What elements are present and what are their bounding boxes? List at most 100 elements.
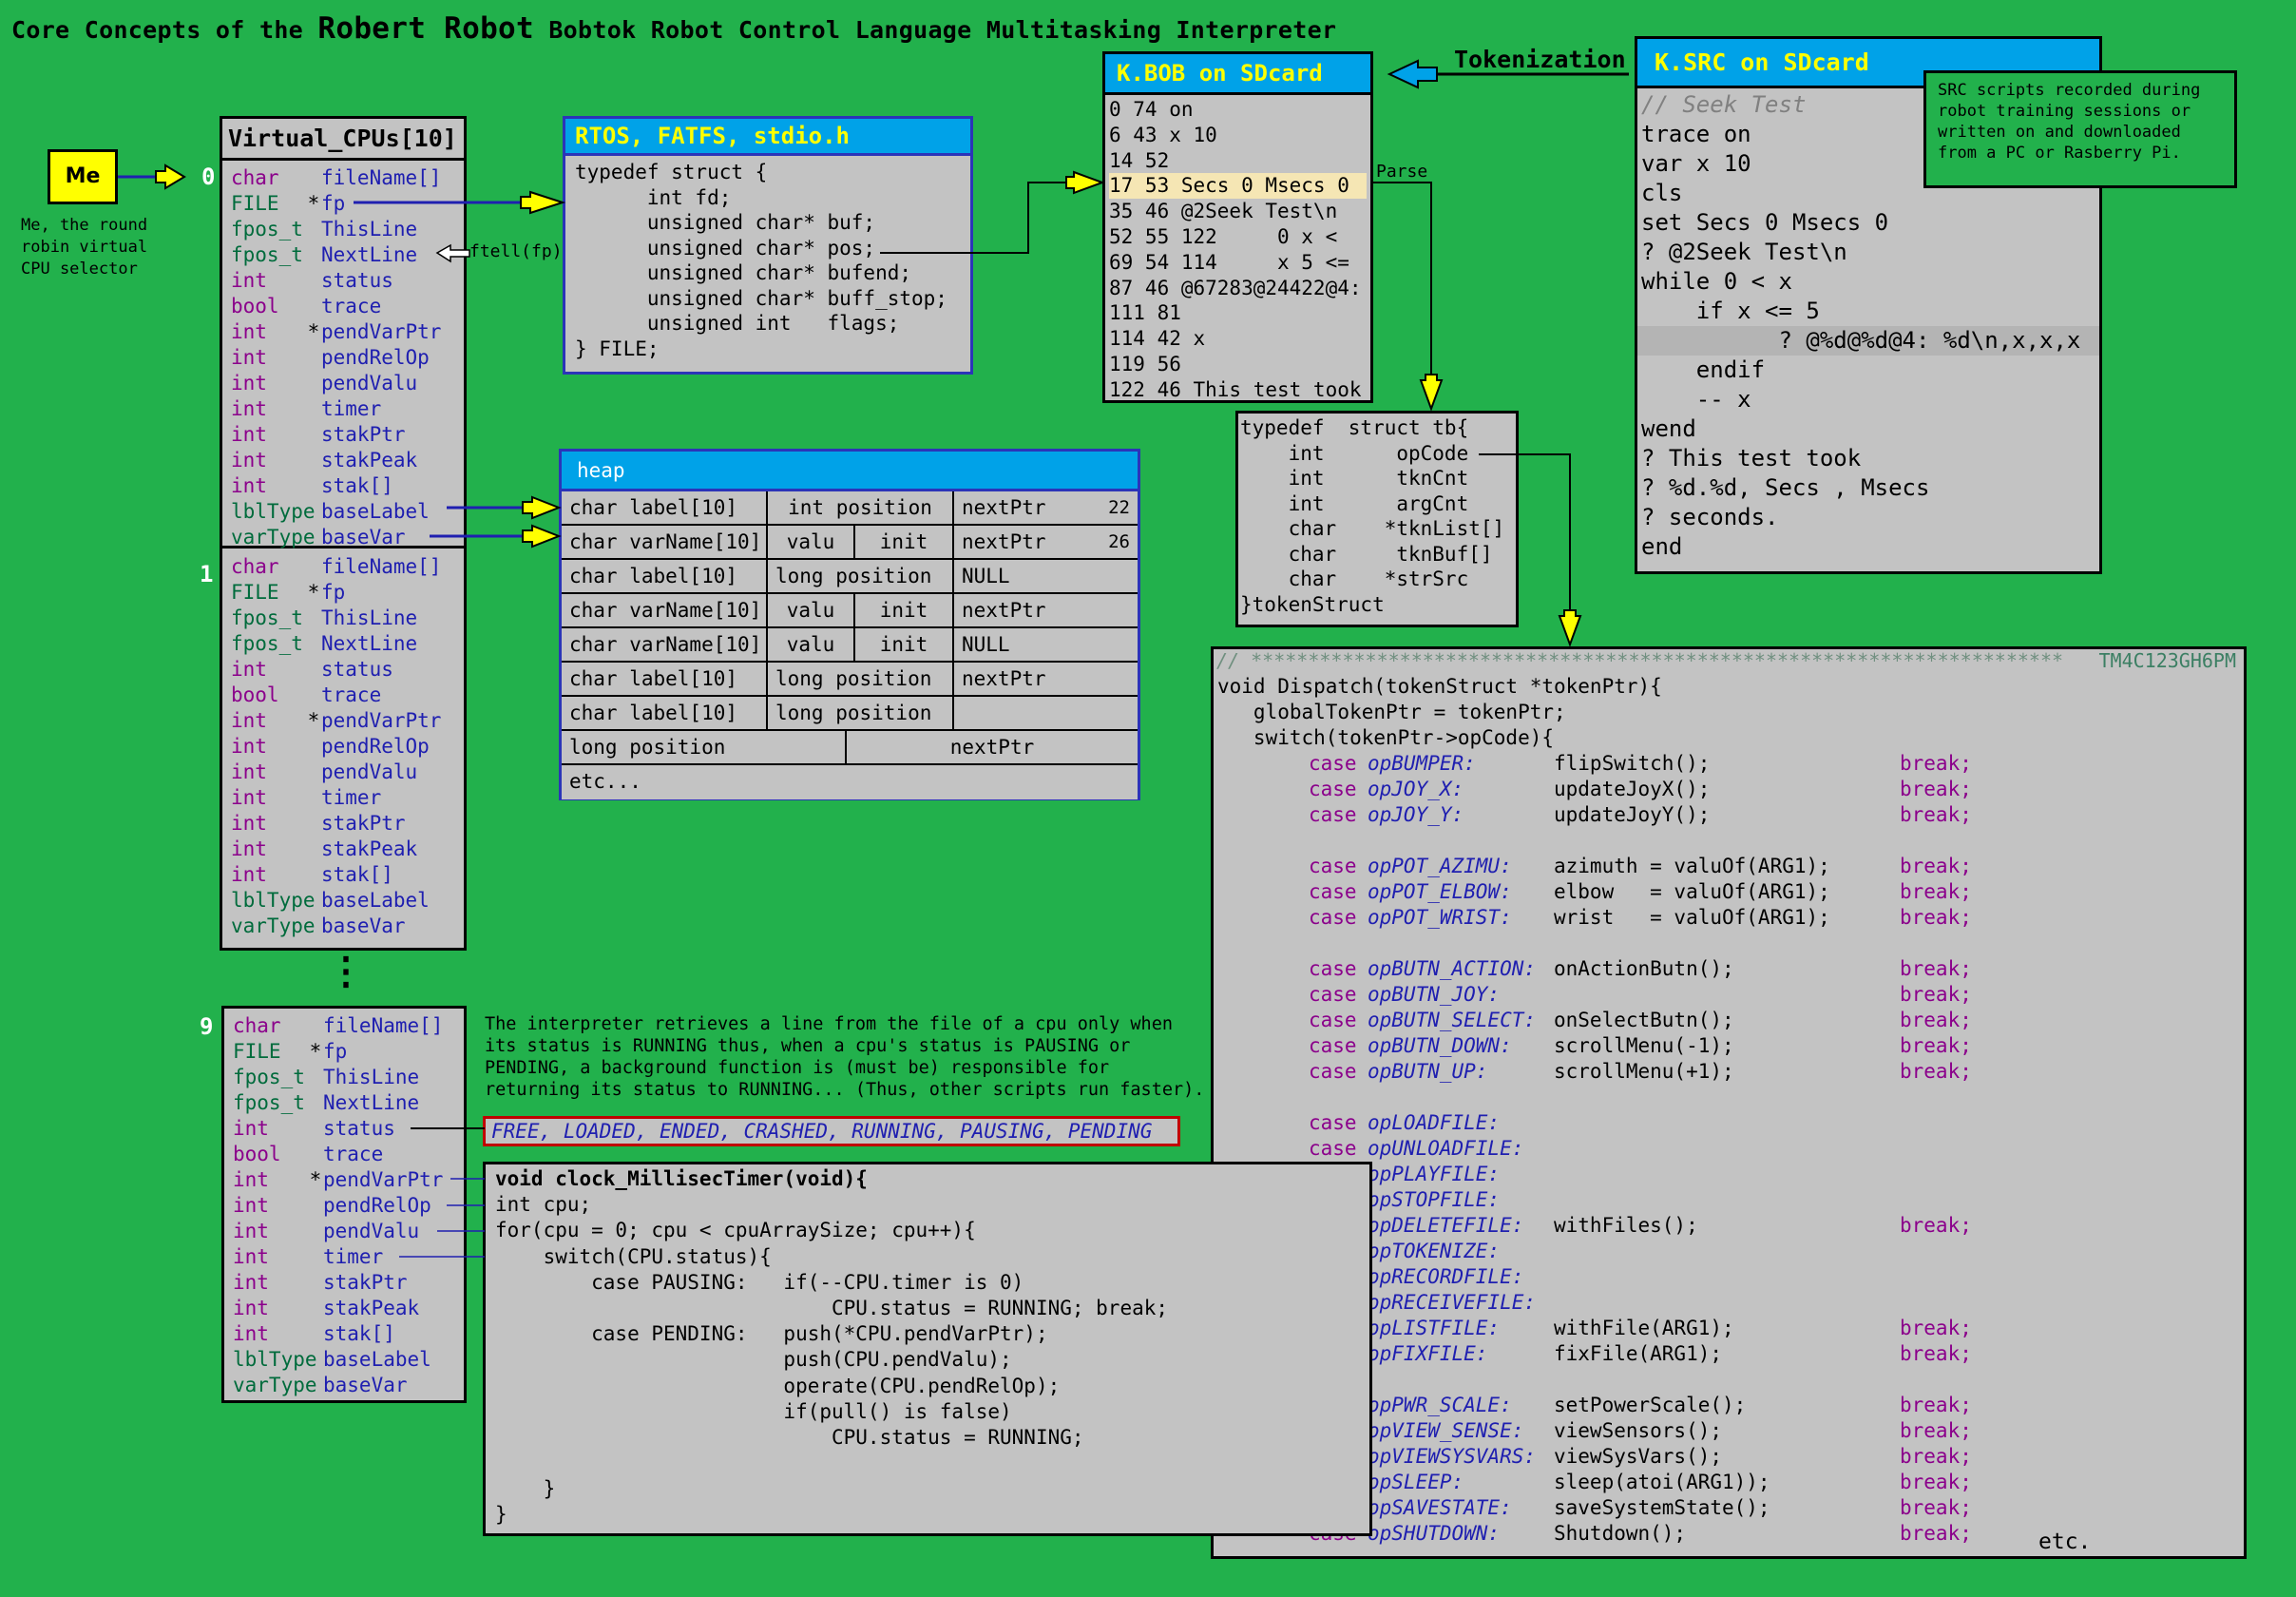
case-break: break; [1900, 1419, 1972, 1442]
cpu-field-star [306, 734, 321, 760]
cpu-field-type: char [233, 1014, 281, 1037]
cpu-field-type: int [233, 1322, 269, 1345]
cpu-field-type: int [231, 837, 267, 860]
timer-code-line: int cpu; [495, 1193, 592, 1217]
cpu-field-name: ThisLine [321, 218, 418, 241]
cpu-field-type: fpos_t [233, 1091, 305, 1114]
src-note: SRC scripts recorded during robot traini… [1923, 70, 2237, 188]
cpu-field-star [306, 242, 321, 268]
cpu-field-type: lblType [233, 1348, 317, 1371]
rtos-code: typedef struct { int fd; unsigned char* … [565, 156, 970, 363]
cpu-field-star [308, 1321, 323, 1347]
cpu-field-type: int [231, 320, 267, 343]
cpu-field-type: int [231, 786, 267, 809]
case-opcode: opPOT_WRIST: [1368, 906, 1512, 929]
heap-cell: init [855, 628, 954, 661]
case-break: break; [1900, 803, 1972, 826]
timer-code-line: case PAUSING: if(--CPU.timer is 0) [495, 1270, 1024, 1294]
cpu-field-name: stakPtr [323, 1271, 408, 1294]
heap-row: long position nextPtr [562, 731, 1138, 765]
cpu-field-type: FILE [233, 1040, 281, 1063]
cpu-field-type: int [231, 735, 267, 758]
timer-code-line: void clock_MillisecTimer(void){ [495, 1167, 868, 1190]
cpu-field-star [308, 1065, 323, 1090]
cpu-field-type: int [231, 760, 267, 783]
cpu-field-row: int*pendVarPtr [222, 319, 464, 345]
heap-row: char label[10] long position NULL [562, 560, 1138, 594]
case-action [1554, 1136, 1900, 1162]
case-action: scrollMenu(-1); [1554, 1034, 1734, 1057]
cpu-field-type: int [231, 372, 267, 394]
token-struct-line: typedef struct tb{ [1240, 416, 1469, 439]
virtual-cpus-header: Virtual_CPUs[10] [222, 119, 464, 161]
case-break: break; [1900, 1445, 1972, 1468]
ksrc-line: -- x [1641, 386, 1751, 413]
cpu-field-star: * [307, 192, 320, 215]
cpu-ellipsis: ⋮ [327, 950, 365, 993]
case-opcode: opTOKENIZE: [1368, 1240, 1501, 1262]
kbob-line: 0 74 on [1109, 98, 1194, 121]
heap-row: etc... [562, 765, 1138, 799]
cpu-field-star [306, 525, 321, 550]
cpu-field-type: int [233, 1245, 269, 1268]
parse-label: Parse [1376, 162, 1428, 182]
token-struct-line: int argCnt [1240, 491, 1469, 515]
case-keyword: case [1309, 778, 1357, 800]
case-action [1554, 1290, 1900, 1316]
cpu-field-type: int [233, 1220, 269, 1242]
heap-row: char varName[10] valu init nextPtr [562, 594, 1138, 628]
case-break: break; [1900, 1317, 1972, 1339]
timer-code-line [495, 1451, 1360, 1476]
case-keyword: case [1309, 880, 1357, 903]
case-break: break; [1900, 1496, 1972, 1519]
token-struct-line: char *tknList[] [1240, 517, 1505, 540]
heap-cell: nextPtr [949, 736, 1035, 759]
cpu-field-row: int*pendVarPtr [224, 1167, 464, 1193]
cpu-field-type: int [231, 346, 267, 369]
heap-cell: valu [768, 594, 855, 626]
cpu-field-type: int [233, 1271, 269, 1294]
case-break: break; [1900, 1471, 1972, 1493]
ksrc-line: endif [1641, 356, 1766, 383]
case-opcode: opBUTN_SELECT: [1368, 1009, 1537, 1031]
case-opcode: opLISTFILE: [1368, 1317, 1501, 1339]
case-opcode: opUNLOADFILE: [1368, 1137, 1524, 1160]
case-opcode: opJOY_X: [1368, 778, 1464, 800]
cpu-field-type: int [231, 658, 267, 681]
rtos-code-line: unsigned char* buf; [575, 211, 876, 234]
ksrc-line: ? @2Seek Test\n [1641, 239, 1847, 265]
case-action: fixFile(ARG1); [1554, 1342, 1723, 1365]
cpu-field-star [306, 862, 321, 888]
cpu-field-name: NextLine [321, 632, 418, 655]
opcode-arrow-head [1558, 609, 1582, 647]
cpu-field-name: baseVar [321, 526, 406, 548]
case-keyword: case [1309, 803, 1357, 826]
cpu-field-name: baseLabel [321, 500, 430, 523]
case-opcode: opPLAYFILE: [1368, 1163, 1501, 1185]
case-action: sleep(atoi(ARG1)); [1554, 1471, 1770, 1493]
ksrc-line: ? %d.%d, Secs , Msecs [1641, 474, 1930, 501]
kbob-line: 6 43 x 10 [1109, 123, 1217, 146]
cpu-field-name: baseVar [321, 914, 406, 937]
cpu-field-name: fp [321, 581, 346, 604]
ksrc-line: if x <= 5 [1641, 298, 1820, 324]
cpu-field-name: fp [321, 192, 346, 215]
cpu-field-name: stak[] [323, 1322, 395, 1345]
cpu-field-name: pendVarPtr [321, 320, 442, 343]
millisec-timer-function: void clock_MillisecTimer(void){int cpu;f… [483, 1162, 1372, 1536]
ksrc-line: // Seek Test [1641, 91, 1807, 118]
case-action: onActionButn(); [1554, 957, 1734, 980]
cpu-field-type: varType [231, 914, 316, 937]
